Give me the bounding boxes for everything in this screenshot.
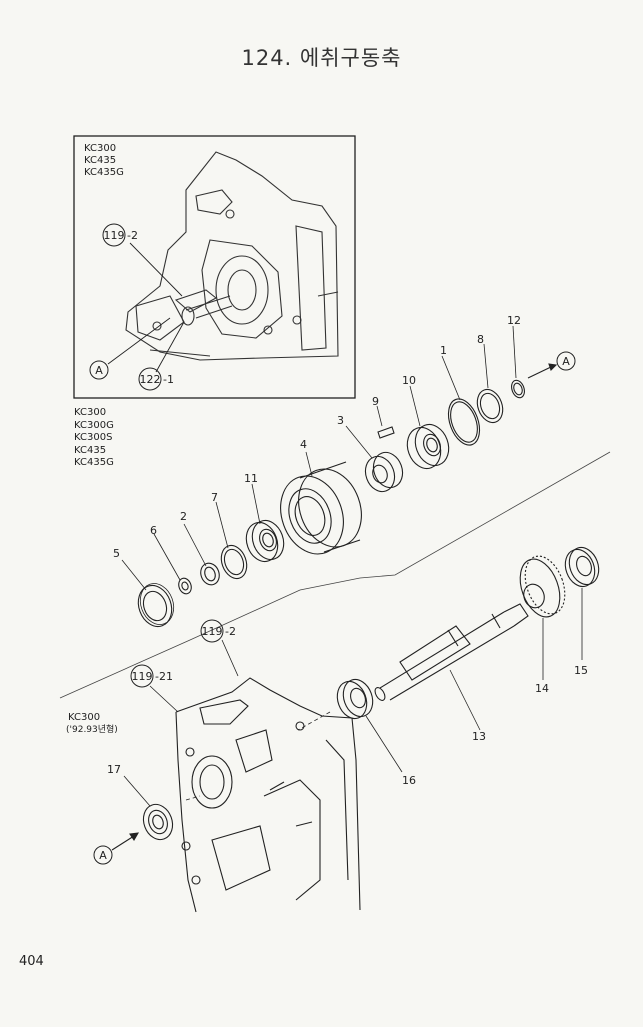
svg-text:A: A: [99, 849, 107, 862]
callout-17: 17: [107, 763, 121, 776]
svg-text:A: A: [95, 364, 103, 377]
inset-model-list: KC300 KC435 KC435G: [84, 143, 124, 179]
main-model-item: KC300: [74, 407, 107, 418]
part-1-ring: [447, 398, 481, 446]
svg-text:119: 119: [202, 625, 223, 638]
callout-14: 14: [535, 682, 549, 695]
part-2-ring: [200, 562, 220, 586]
view-a-marker-right: A: [556, 351, 576, 371]
part-16-bearing: [336, 678, 374, 720]
svg-text:-21: -21: [155, 670, 173, 683]
callout-1: 1: [440, 344, 447, 357]
inset-frame: [73, 135, 356, 399]
part-11-bearing: [245, 519, 285, 563]
svg-text:119: 119: [132, 670, 153, 683]
inset-model-item: KC300: [84, 143, 117, 154]
callout-leaders: [121, 325, 583, 807]
callout-4: 4: [300, 438, 307, 451]
main-model-item: KC435G: [74, 457, 114, 468]
center-line: [297, 711, 331, 731]
callout-15: 15: [574, 664, 588, 677]
lower-housing-drawing: [175, 677, 361, 913]
callout-3: 3: [337, 414, 344, 427]
callout-12: 12: [507, 314, 521, 327]
section-divider: [59, 451, 611, 699]
part-3-collar: [364, 451, 404, 493]
part-9-key: [377, 426, 395, 439]
svg-text:-2: -2: [225, 625, 236, 638]
part-15-bearing: [564, 546, 600, 588]
sub-model-line: KC300: [68, 712, 101, 723]
part-7-snap-ring: [220, 544, 248, 580]
callout-labels: 1 2 3 4 5 6 7 8 9 10 11 12 13 14 15 16 1…: [107, 314, 588, 787]
ref-119-2-main: 119 -2: [200, 619, 239, 677]
svg-text:-1: -1: [163, 373, 174, 386]
inset-view: 119 -2 122 -1 A: [73, 135, 356, 399]
part-8-snap-ring: [476, 388, 504, 424]
inset-leaders: [107, 242, 185, 373]
callout-13: 13: [472, 730, 486, 743]
ref-122-1-inset: 122 -1: [138, 367, 174, 391]
callout-9: 9: [372, 395, 379, 408]
ref-119-21-main: 119 -21: [130, 664, 179, 713]
part-6-ring: [178, 577, 192, 595]
page-number: 404: [19, 954, 44, 969]
part-4-pulley: [280, 461, 362, 555]
callout-5: 5: [113, 547, 120, 560]
callout-11: 11: [244, 472, 258, 485]
sub-model-note: KC300 ('92.93년형): [66, 711, 118, 737]
part-13-shaft: [374, 603, 529, 701]
page-title: 124. 에취구동축: [241, 46, 402, 70]
part-14-gear: [519, 555, 566, 618]
ref-119-2-inset: 119 -2: [102, 223, 138, 247]
callout-10: 10: [402, 374, 416, 387]
main-model-item: KC300S: [74, 432, 113, 443]
main-model-item: KC300G: [74, 419, 114, 431]
view-a-marker-left: A: [93, 845, 113, 865]
part-10-bearing: [406, 423, 450, 470]
part-12-ring: [511, 379, 525, 399]
callout-6: 6: [150, 524, 157, 537]
svg-text:119: 119: [104, 229, 125, 242]
part-5-seal: [137, 583, 175, 628]
inset-model-item: KC435G: [84, 167, 124, 178]
main-parts: [111, 363, 600, 913]
callout-8: 8: [477, 333, 484, 346]
view-a-marker-inset: A: [89, 360, 109, 380]
inset-housing-drawing: [125, 151, 339, 361]
callout-16: 16: [402, 774, 416, 787]
callout-7: 7: [211, 491, 218, 504]
callout-2: 2: [180, 510, 187, 523]
svg-text:122: 122: [140, 373, 161, 386]
main-model-item: KC435: [74, 444, 107, 456]
inset-model-item: KC435: [84, 155, 117, 166]
part-17-seal: [142, 803, 174, 841]
arrow-to-a-right: [527, 365, 554, 379]
svg-text:-2: -2: [127, 229, 138, 242]
main-model-list: KC300 KC300G KC300S KC435 KC435G: [74, 407, 114, 470]
sub-model-line: ('92.93년형): [66, 725, 118, 735]
svg-text:A: A: [562, 355, 570, 368]
arrow-from-a-left: [111, 835, 135, 851]
